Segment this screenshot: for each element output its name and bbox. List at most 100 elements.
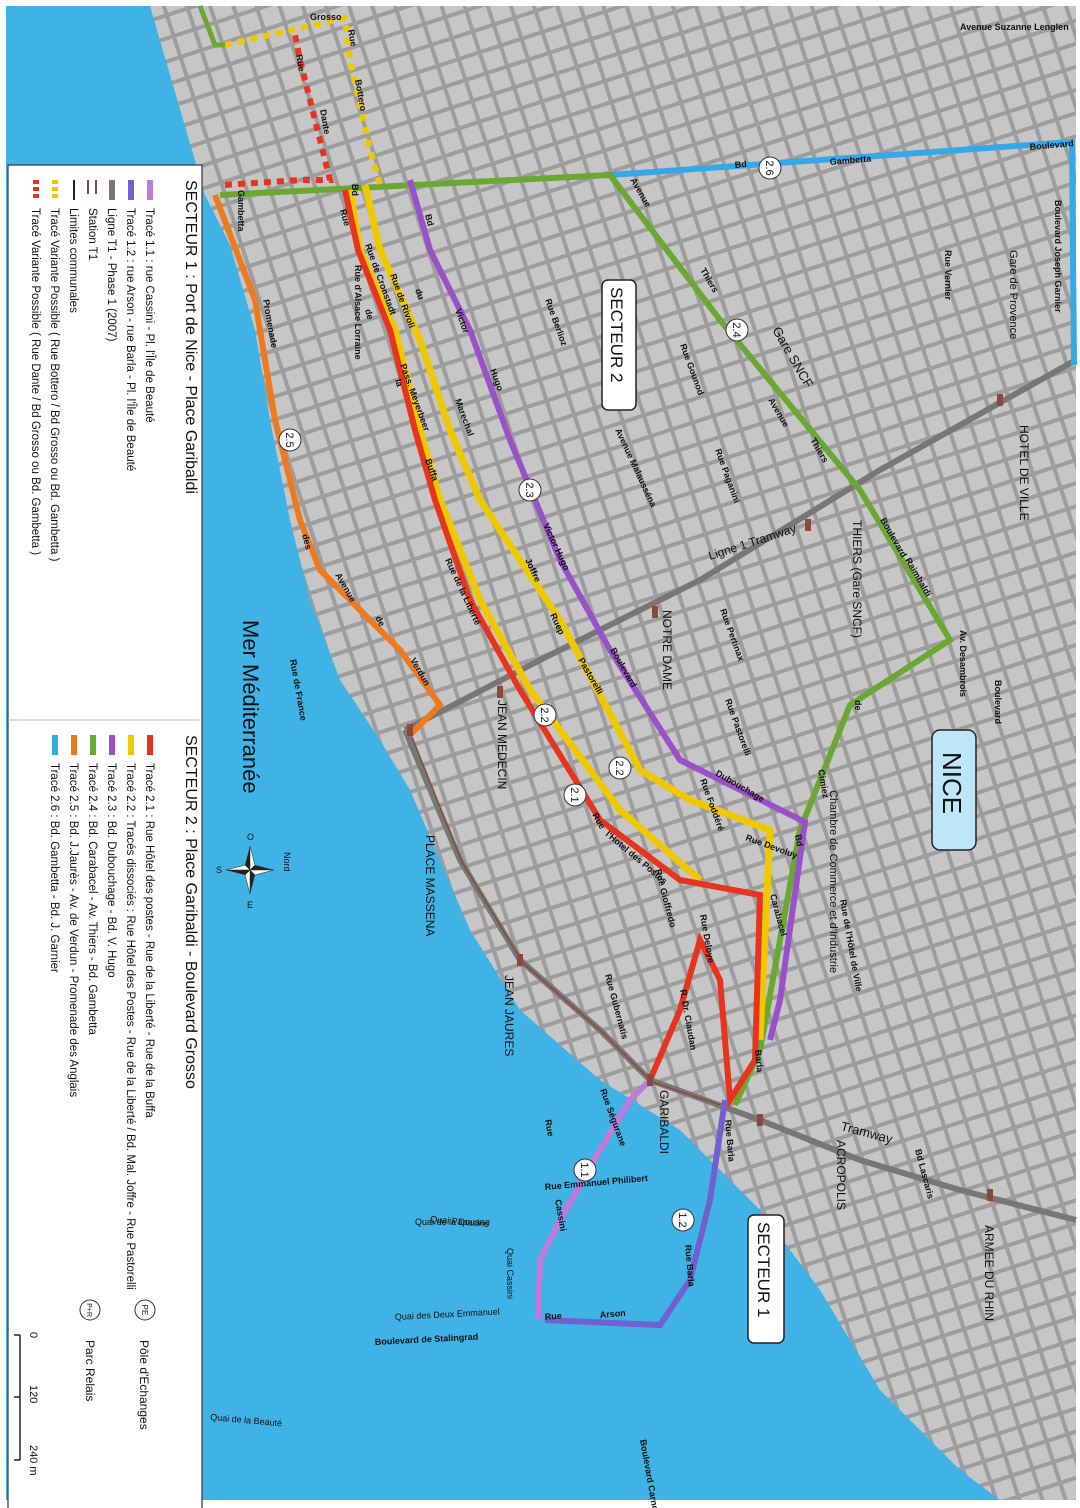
badge-2-1[interactable]: 2.1	[563, 783, 587, 807]
badge-1-1[interactable]: 1.1	[573, 1158, 597, 1182]
svg-text:Tracé 2.6 : Bd. Gambetta - Bd.: Tracé 2.6 : Bd. Gambetta - Bd. J. Garnie…	[48, 763, 60, 973]
district-labels: HOTEL DE VILLE THIERS (Gare SNCF) NOTRE …	[423, 425, 1031, 1321]
pe-label: Pôle d'Echanges	[137, 1340, 151, 1430]
district-notre-dame: NOTRE DAME	[660, 610, 674, 690]
street-dante: Dante	[318, 109, 332, 135]
sea-area	[6, 6, 1000, 1500]
badge-2-2-joffre[interactable]: 2.2	[608, 756, 632, 780]
badge-2-5[interactable]: 2.5	[278, 428, 302, 452]
legend-sector1: SECTEUR 1 : Port de Nice - Place Garibal…	[29, 180, 199, 562]
t1-station-3[interactable]	[805, 519, 811, 531]
svg-text:Tracé Variante Possible ( Rue: Tracé Variante Possible ( Rue Bottero / …	[48, 208, 60, 562]
legend-sector2-item-6: Tracé 2.6 : Bd. Gambetta - Bd. J. Garnie…	[48, 735, 60, 973]
street-bd-top: Bd	[734, 159, 747, 170]
street-du: du	[413, 287, 426, 301]
t1-station-6[interactable]	[517, 954, 523, 966]
route-1-1[interactable]	[535, 1077, 653, 1321]
badge-2-4[interactable]: 2.4	[725, 318, 749, 342]
legend-sector1-item-5: Limites communales	[67, 180, 79, 313]
legend-sector2: SECTEUR 2 : Place Garibaldi - Boulevard …	[48, 735, 199, 1290]
badge-2-2-liberte[interactable]: 2.2	[533, 703, 557, 727]
route-2-5[interactable]	[212, 193, 444, 738]
district-place-massena: PLACE MASSENA	[423, 835, 437, 936]
street-av-desambrois: Av. Desambrois	[958, 630, 968, 697]
badge-2-3[interactable]: 2.3	[518, 478, 542, 502]
svg-text:Tracé 2.4 : Bd. Carabacel - Av: Tracé 2.4 : Bd. Carabacel - Av. Thiers -…	[86, 763, 98, 1035]
city-label: NICE	[937, 752, 967, 814]
port-basin	[310, 1205, 520, 1305]
legend-sector1-item-6: Tracé Variante Possible ( Rue Bottero / …	[48, 180, 60, 562]
svg-text:Limites communales: Limites communales	[67, 208, 79, 313]
legend-panel	[7, 164, 203, 1508]
street-rue-vernier: Rue Vernier	[943, 250, 953, 301]
route-2-2-joffre[interactable]	[361, 184, 774, 1041]
scale-label-0: 0	[27, 1332, 39, 1338]
t1-station-4[interactable]	[997, 394, 1003, 406]
route-2-1[interactable]	[342, 189, 764, 1110]
district-jean-medecin: JEAN MEDECIN	[495, 700, 509, 789]
street-gambetta-s1: Gambetta	[236, 190, 246, 233]
svg-text:2.2: 2.2	[613, 760, 625, 775]
pr-label: Parc Relais	[83, 1340, 97, 1401]
sea-label: Mer Méditerranée	[238, 620, 263, 794]
legend-sector1-item-3: Ligne T1 - Phase 1 (2007)	[105, 180, 117, 342]
compass-s: S	[216, 865, 222, 875]
legend-sector1-item-4: Station T1	[86, 180, 98, 260]
route-2-3[interactable]	[407, 179, 809, 1041]
svg-text:Tracé Variante Possible ( Rue: Tracé Variante Possible ( Rue Dante / Bd…	[29, 208, 41, 555]
route-2-6-grosso[interactable]	[197, 5, 225, 48]
district-armee-du-rhin: ARMEE DU RHIN	[982, 1225, 996, 1321]
svg-text:Tracé 2.3 : Bd. Dubouchage - B: Tracé 2.3 : Bd. Dubouchage - Bd. V. Hugo	[105, 763, 117, 978]
quai-cassini-label: Quai Cassini	[505, 1248, 515, 1299]
chambre-commerce-label: Chambre de Commerce et d'Industrie	[827, 790, 839, 973]
svg-text:1.2: 1.2	[676, 1212, 688, 1227]
t1-station-8[interactable]	[757, 1114, 763, 1126]
street-rue-alsace: Rue d'Alsace Lorraine	[353, 265, 363, 360]
street-rue-barla3: Barla	[753, 1049, 765, 1073]
legend-sector1-item-2: Tracé 1.2 : rue Arson - rue Barla - Pl. …	[124, 180, 137, 471]
legend-sector1-item-7: Tracé Variante Possible ( Rue Dante / Bd…	[29, 180, 41, 555]
legend-sector2-item-3: Tracé 2.3 : Bd. Dubouchage - Bd. V. Hugo	[105, 735, 117, 978]
pr-badge: P+R	[79, 1299, 101, 1321]
svg-text:2.1: 2.1	[568, 787, 580, 802]
variant-bottero[interactable]	[224, 14, 383, 186]
badge-2-6[interactable]: 2.6	[758, 156, 782, 180]
t1-stations	[407, 394, 1003, 1201]
route-1-2[interactable]	[544, 1099, 728, 1329]
svg-text:Tracé 2.2 : Tracés dissociés :: Tracé 2.2 : Tracés dissociés : Rue Hôtel…	[124, 763, 136, 1290]
svg-text:Tracé 1.1 : rue Cassini - Pl.: Tracé 1.1 : rue Cassini - Pl. l'Île de B…	[143, 208, 156, 423]
street-boulevard-cim: Boulevard	[993, 680, 1003, 724]
variant-dante[interactable]	[224, 34, 334, 188]
street-bd-vh: Bd	[423, 213, 436, 227]
gare-provence-label: Gare de Provence	[1007, 250, 1019, 339]
badge-1-2[interactable]: 1.2	[671, 1208, 695, 1232]
legend-sector1-title: SECTEUR 1 : Port de Nice - Place Garibal…	[182, 180, 199, 494]
street-rue-cassini: Rue	[543, 1119, 556, 1137]
commune-limit	[409, 731, 721, 1106]
city-label-box: NICE	[931, 729, 977, 851]
sector2-label-box: SECTEUR 2	[601, 279, 637, 411]
t1-tramway-line[interactable]	[403, 357, 1078, 733]
street-arson: Arson	[599, 1308, 626, 1320]
route-2-4[interactable]	[219, 171, 955, 1107]
legend-sector2-item-2: Tracé 2.2 : Tracés dissociés : Rue Hôtel…	[124, 735, 136, 1290]
legend-sector1-item-1: Tracé 1.1 : rue Cassini - Pl. l'Île de B…	[143, 180, 156, 423]
t1-station-2[interactable]	[652, 606, 658, 618]
t1-station-7[interactable]	[647, 1074, 653, 1086]
t1-station-5[interactable]	[407, 724, 413, 736]
t1-station-1[interactable]	[497, 686, 503, 698]
street-rue-arson: Rue	[544, 1311, 562, 1322]
svg-text:1.1: 1.1	[578, 1162, 590, 1177]
quai-douane-label: Quai de la Douane	[415, 1217, 490, 1227]
scale-label-240: 240 m	[27, 1445, 39, 1476]
svg-text:P+R: P+R	[85, 1303, 92, 1317]
svg-text:Tracé 2.5 : Bd. J.Jaurès - Av.: Tracé 2.5 : Bd. J.Jaurès - Av. de Verdun…	[67, 763, 79, 1097]
svg-text:Ligne T1 - Phase 1 (2007): Ligne T1 - Phase 1 (2007)	[105, 208, 117, 342]
sector1-label-box: SECTEUR 1	[747, 1214, 785, 1344]
svg-text:2.6: 2.6	[763, 160, 775, 175]
street-bd-dub: Bd	[793, 834, 805, 848]
svg-text:Station T1: Station T1	[86, 208, 98, 260]
street-des: des	[300, 533, 314, 551]
t1-station-9[interactable]	[987, 1189, 993, 1201]
